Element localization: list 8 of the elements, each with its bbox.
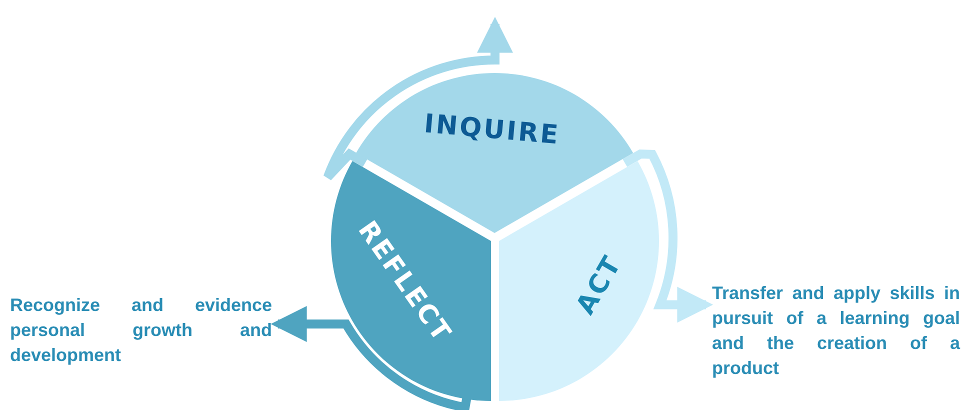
curved-arrow bbox=[323, 16, 513, 182]
description-text: Transfer and apply skills in pursuit of a learning goal and the creation of a product bbox=[712, 281, 960, 381]
curved-arrow bbox=[622, 150, 714, 323]
description-text: Recognize and evidence personal growth and development bbox=[10, 293, 272, 368]
pie-sector bbox=[499, 160, 660, 400]
curved-arrow bbox=[270, 306, 474, 410]
sector-label: INQUIRE bbox=[422, 109, 562, 151]
pie-sector bbox=[330, 160, 491, 400]
